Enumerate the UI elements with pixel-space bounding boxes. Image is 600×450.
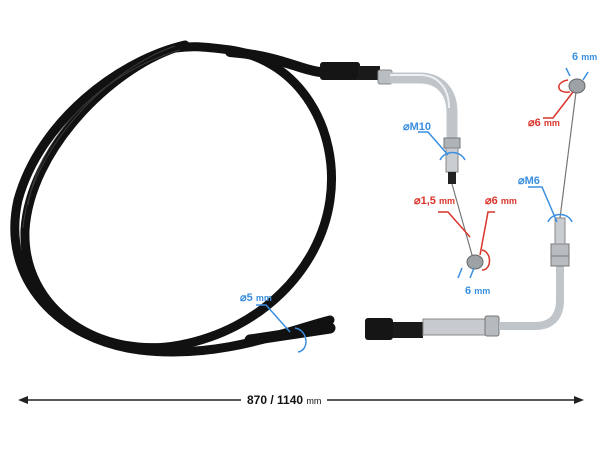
inner-wire-diameter-label: ⌀1,5 mm (414, 195, 455, 207)
sheath-diameter-label: ⌀5 mm (240, 292, 272, 304)
diameter-icon: ⌀ (518, 175, 525, 187)
length-dimension-label: 870 / 1140 mm (241, 393, 328, 407)
diameter-icon: ⌀ (485, 195, 492, 207)
nipple-length-label: 6 mm (465, 285, 491, 297)
nipple-diameter-label: ⌀6 mm (485, 195, 517, 207)
top-nipple-length-label: 6 mm (572, 51, 598, 63)
top-nipple-diameter-label: ⌀6 mm (528, 117, 560, 129)
top-boot (320, 62, 360, 80)
thread-m10-label: ⌀M10 (403, 121, 432, 133)
cable-sheath (10, 40, 355, 357)
thread-m6-label: ⌀M6 (518, 175, 540, 187)
diameter-icon: ⌀ (414, 195, 421, 207)
diameter-icon: ⌀ (240, 292, 247, 304)
diameter-icon: ⌀ (528, 117, 535, 129)
diameter-icon: ⌀ (403, 121, 410, 133)
